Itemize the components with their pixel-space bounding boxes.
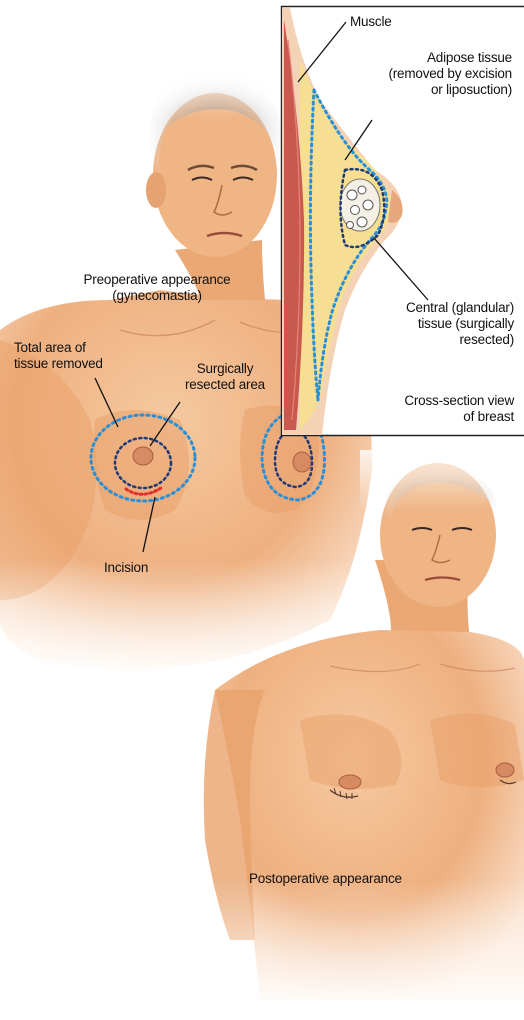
central-tissue-label: Central (glandular) tissue (surgically r…	[362, 300, 514, 348]
total-area-label: Total area of tissue removed	[14, 340, 103, 372]
adipose-label: Adipose tissue (removed by excision or l…	[362, 50, 512, 98]
right-nipple	[293, 452, 311, 472]
surgically-resected-label: Surgically resected area	[160, 361, 290, 393]
incision-label: Incision	[104, 560, 148, 576]
cross-section-label: Cross-section view of breast	[362, 393, 514, 425]
muscle-label: Muscle	[350, 14, 392, 30]
left-nipple	[133, 447, 153, 465]
postop-label: Postoperative appearance	[249, 871, 402, 887]
preop-label: Preoperative appearance (gynecomastia)	[62, 272, 252, 304]
cross-section-gland	[340, 179, 380, 231]
